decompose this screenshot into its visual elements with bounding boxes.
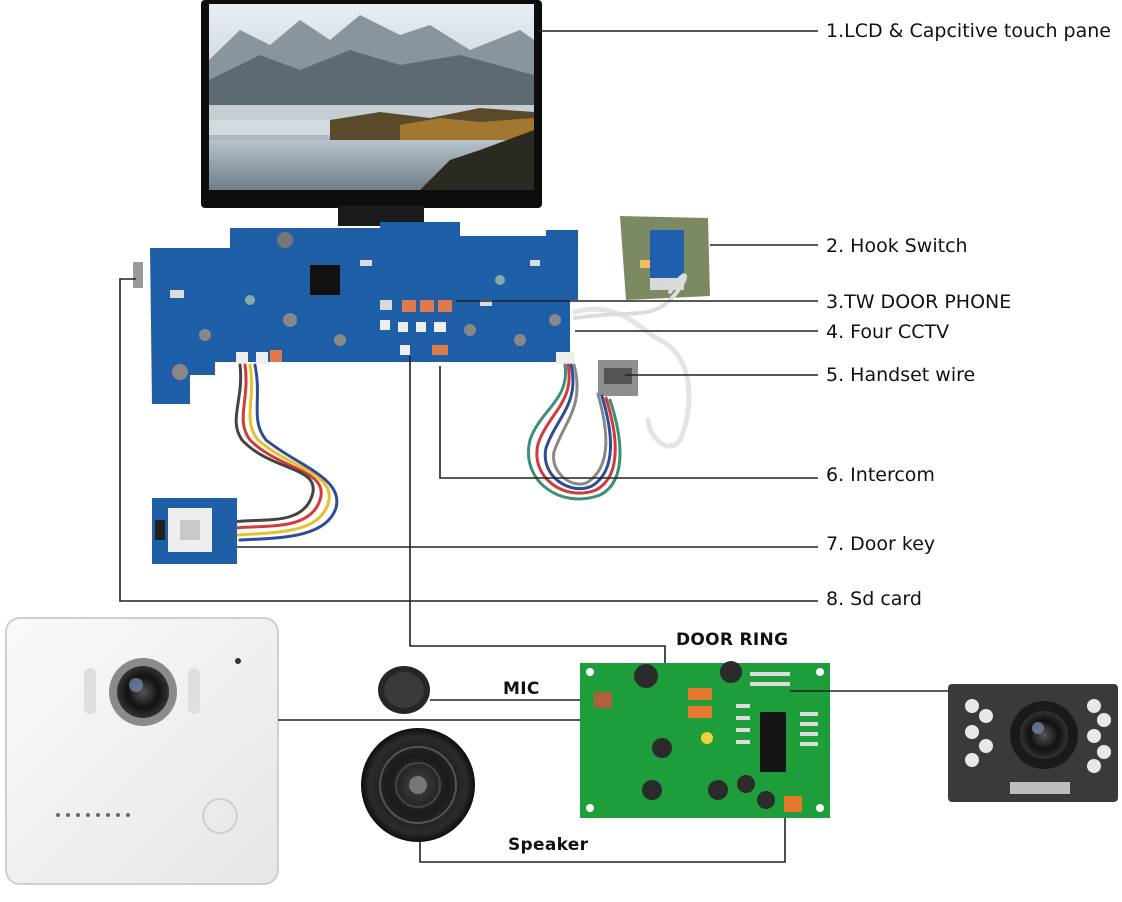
mic-element [378,666,430,714]
leader-door-ring [409,356,666,663]
leader-intercom [439,366,818,479]
door-key-module [152,498,237,564]
leader-speaker [419,818,786,863]
doorkey-wires [230,363,339,542]
label-mic: MIC [503,679,540,699]
speaker-element [361,728,475,842]
callout-lcd: 1.LCD & Capcitive touch pane [826,20,1111,42]
callout-door-key: 7. Door key [826,533,936,555]
callout-sd-card: 8. Sd card [826,588,922,610]
hook-switch [620,216,710,300]
main-pcb [133,222,578,404]
lcd-screen [201,0,542,226]
label-speaker: Speaker [508,835,589,855]
leader-sdcard [119,278,818,602]
door-ring-pcb [580,661,830,818]
leader-lines [119,30,948,863]
handset-jack [598,360,638,396]
callout-hook-switch: 2. Hook Switch [826,235,968,257]
callout-handset-wire: 5. Handset wire [826,364,976,386]
label-door-ring: DOOR RING [676,630,789,650]
camera-module [948,684,1118,802]
callout-intercom: 6. Intercom [826,464,935,486]
callout-tw-door-phone: 3.TW DOOR PHONE [826,291,1012,313]
outdoor-station [5,617,279,885]
callout-four-cctv: 4. Four CCTV [826,321,950,343]
